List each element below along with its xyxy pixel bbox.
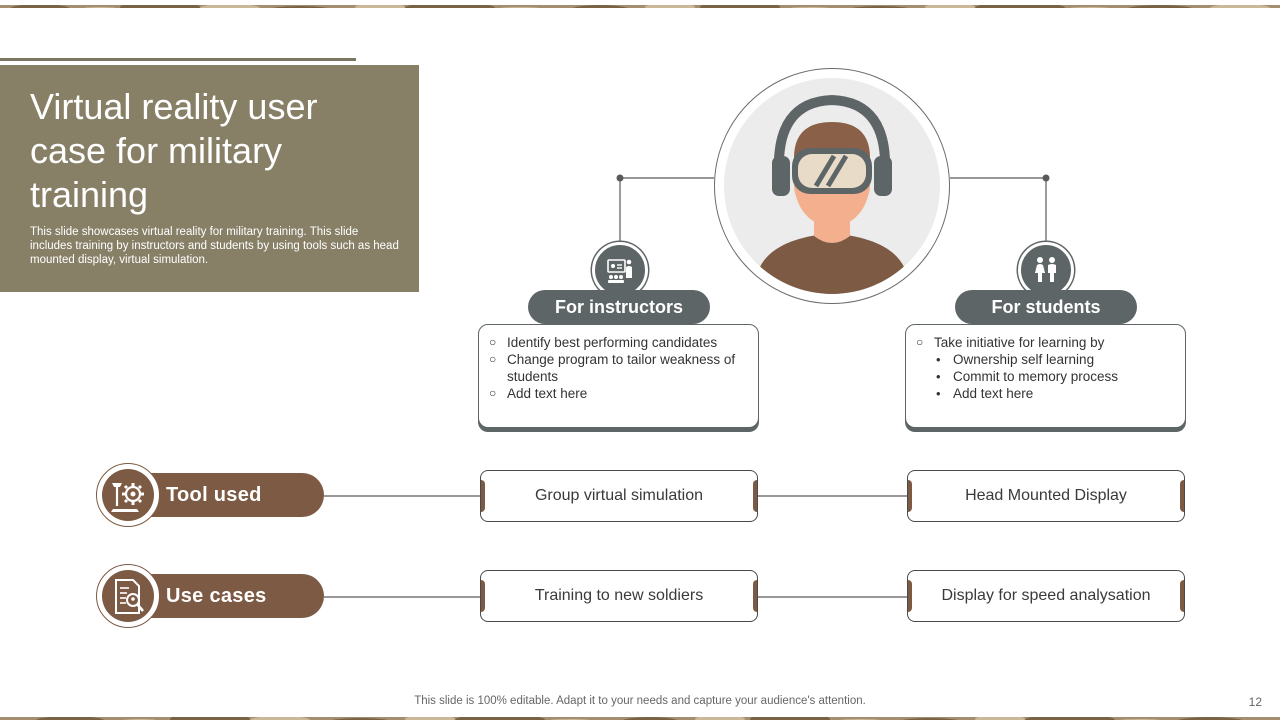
- use-cases-students-box: Display for speed analysation: [907, 570, 1185, 622]
- connector-instructors: [619, 177, 714, 242]
- presentation-icon: [607, 259, 632, 283]
- bullet-marker: •: [936, 369, 941, 384]
- slide-title: Virtual reality user case for military t…: [30, 86, 318, 215]
- tool-used-label: Tool used: [146, 473, 324, 517]
- use-cases-label: Use cases: [146, 574, 324, 618]
- instructors-card: ○ Identify best performing candidates ○ Cha…: [478, 324, 759, 428]
- bullet-marker: •: [936, 352, 941, 367]
- students-icon: [1035, 257, 1056, 282]
- instructors-list: ○ Identify best performing candidates ○ Cha…: [489, 334, 751, 402]
- camo-strip-bottom: [0, 712, 1280, 720]
- slide-description: This slide showcases virtual reality for…: [30, 226, 399, 266]
- use-cases-instructors-box: Training to new soldiers: [480, 570, 758, 622]
- list-item: ○ Identify best performing candidates: [489, 334, 751, 351]
- avatar-background: [724, 78, 940, 294]
- tool-used-instructors-value: Group virtual simulation: [534, 487, 704, 504]
- bullet-marker: ○: [489, 386, 497, 400]
- list-item-text: Add text here: [953, 386, 1034, 401]
- tool-used-icon-badge: [96, 463, 160, 527]
- camo-strip-top: [0, 0, 1280, 8]
- tool-used-students-value: Head Mounted Display: [965, 487, 1127, 504]
- connector-students: [950, 177, 1047, 242]
- title-panel: Virtual reality user case for military t…: [0, 65, 419, 292]
- list-item: ○ Change program to tailor weakness of st…: [489, 351, 751, 385]
- page-number: 12: [1248, 695, 1262, 709]
- title-accent-rule: [0, 58, 356, 61]
- vr-user-avatar: [714, 68, 950, 304]
- bullet-marker: ○: [489, 335, 497, 349]
- bullet-marker: ○: [489, 352, 497, 366]
- students-list: ○ Take initiative for learning by • Ownersh…: [916, 334, 1178, 402]
- tool-used-students-box: Head Mounted Display: [907, 470, 1185, 522]
- for-students-label: For students: [955, 290, 1137, 324]
- footer-note: This slide is 100% editable. Adapt it to…: [414, 695, 866, 707]
- list-item-text: Ownership self learning: [953, 352, 1095, 367]
- connector-dot-instructors: [616, 174, 624, 182]
- list-item: • Ownership self learning: [916, 351, 1178, 368]
- connector-dot-students: [1042, 174, 1050, 182]
- use-cases-students-value: Display for speed analysation: [941, 587, 1151, 604]
- document-search-icon: [115, 579, 144, 614]
- list-item-text: Commit to memory process: [953, 369, 1119, 384]
- for-instructors-label: For instructors: [528, 290, 710, 324]
- list-item-text: Identify best performing candidates: [507, 335, 718, 350]
- tool-used-instructors-box: Group virtual simulation: [480, 470, 758, 522]
- list-item-text: Add text here: [507, 386, 588, 401]
- list-item-text: Take initiative for learning by: [934, 335, 1105, 350]
- vr-headset-user-icon: [754, 94, 910, 294]
- bullet-marker: •: [936, 386, 941, 401]
- list-item: ○ Add text here: [489, 385, 751, 402]
- tools-gear-icon: [111, 483, 144, 512]
- use-cases-instructors-value: Training to new soldiers: [534, 587, 704, 604]
- bullet-marker: ○: [916, 335, 924, 349]
- list-item: ○ Take initiative for learning by: [916, 334, 1178, 351]
- list-item-text: Change program to tailor weakness of stu…: [507, 352, 736, 384]
- use-cases-icon-badge: [96, 564, 160, 628]
- students-icon-badge: [1018, 242, 1074, 298]
- students-card: ○ Take initiative for learning by • Ownersh…: [905, 324, 1186, 428]
- list-item: • Add text here: [916, 385, 1178, 402]
- list-item: • Commit to memory process: [916, 368, 1178, 385]
